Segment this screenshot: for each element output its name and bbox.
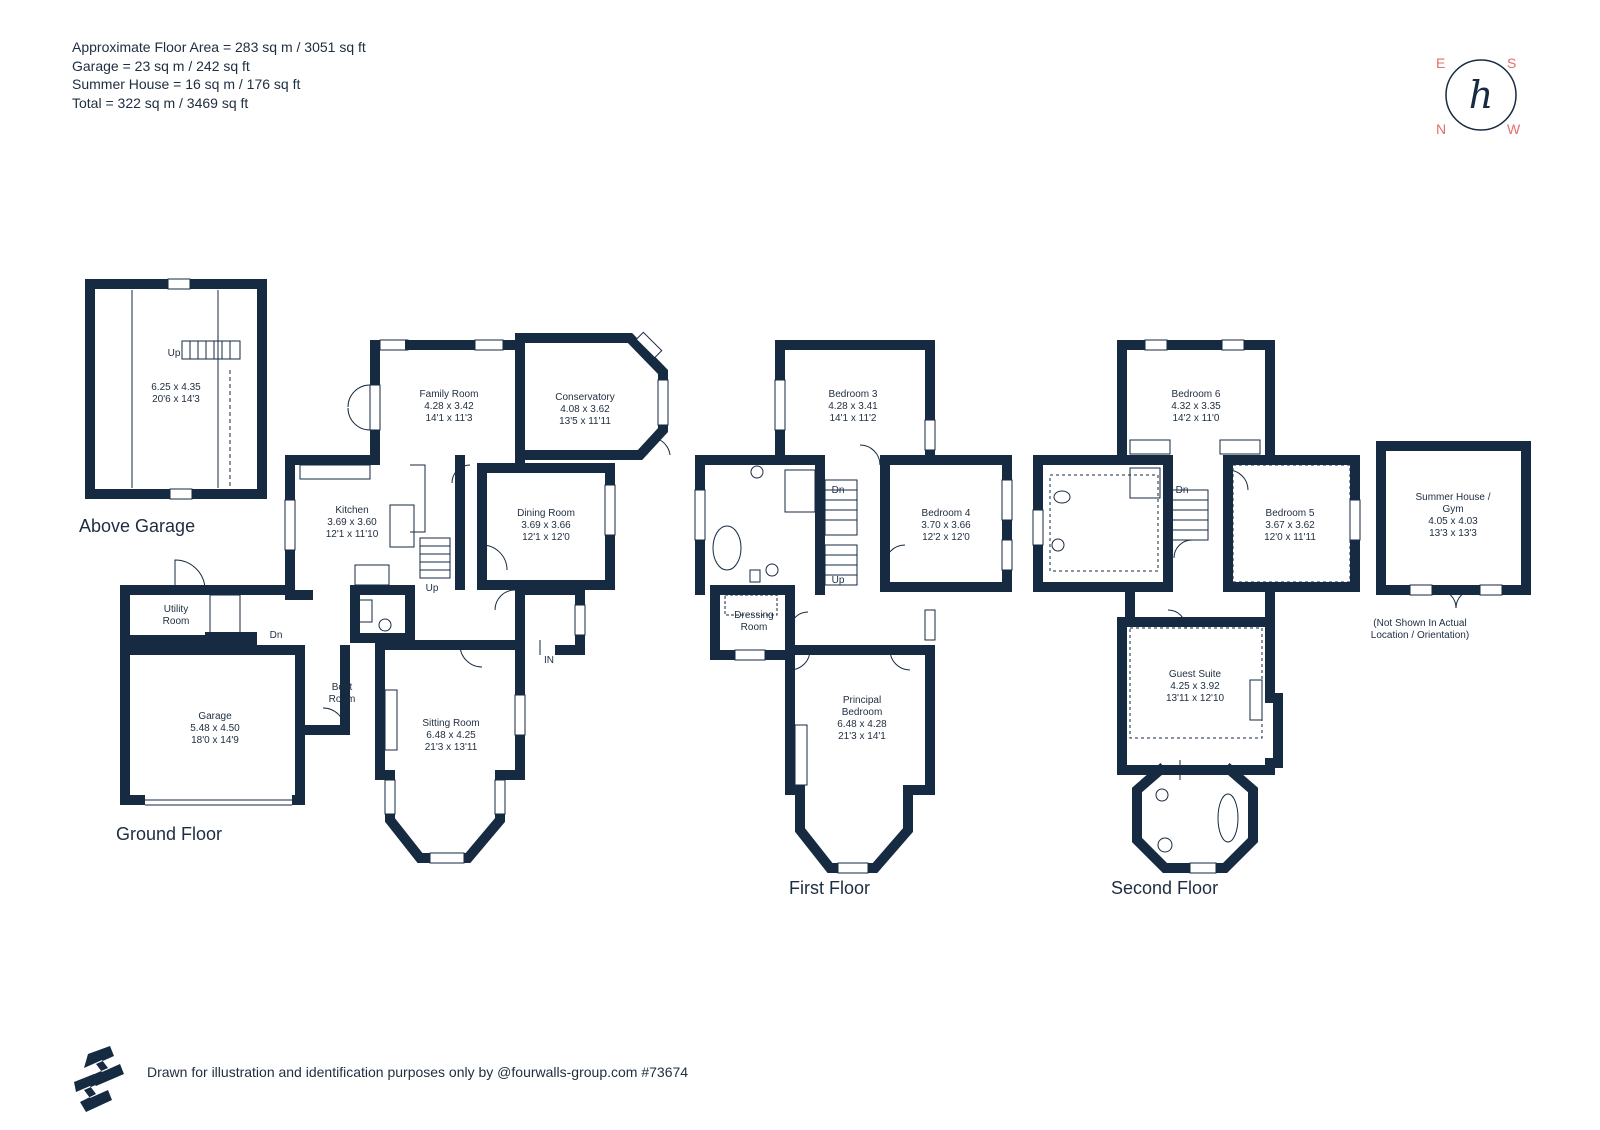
room-dimension-metric: 4.08 x 3.62 bbox=[560, 404, 610, 415]
room-dimension-metric: 4.32 x 3.35 bbox=[1171, 401, 1221, 412]
room-dimension-imperial: 21'3 x 14'1 bbox=[838, 731, 886, 742]
room-dimension-imperial: 12'0 x 11'11 bbox=[1264, 532, 1316, 543]
room-dimension-metric: 3.69 x 3.60 bbox=[327, 517, 377, 528]
area-line: Approximate Floor Area = 283 sq m / 3051… bbox=[72, 39, 366, 55]
stair-up-label: Up bbox=[168, 348, 181, 359]
room-dimension-metric: 4.28 x 3.41 bbox=[828, 401, 878, 412]
room-name-kitchen: Kitchen bbox=[335, 505, 368, 516]
floor-label-ground: Ground Floor bbox=[116, 824, 222, 844]
staircase bbox=[419, 537, 451, 579]
staircase bbox=[181, 340, 241, 360]
footer-disclaimer: Drawn for illustration and identificatio… bbox=[147, 1064, 689, 1080]
logo-letter-w: W bbox=[1507, 121, 1521, 137]
room-dimension-imperial: 13'3 x 13'3 bbox=[1429, 528, 1477, 539]
second-floor-bathroom-walls bbox=[1033, 455, 1173, 592]
room-name-boot-room: Room bbox=[329, 694, 356, 705]
stair-down-label: Dn bbox=[1176, 485, 1189, 496]
second-floor-plan: Bedroom 6 4.32 x 3.35 14'2 x 11'0 Dn Bed… bbox=[1032, 339, 1361, 874]
room-dimension-metric: 4.28 x 3.42 bbox=[424, 401, 474, 412]
guest-suite-walls bbox=[1117, 617, 1283, 775]
room-name-boot-room: Boot bbox=[332, 682, 353, 693]
room-dimension-imperial: 12'2 x 12'0 bbox=[922, 532, 970, 543]
room-name-dining-room: Dining Room bbox=[517, 508, 575, 519]
room-dimension-imperial: 18'0 x 14'9 bbox=[191, 735, 239, 746]
room-dimension-imperial: 14'1 x 11'3 bbox=[425, 413, 472, 424]
wc-walls bbox=[350, 585, 415, 643]
above-garage-plan: Up 6.25 x 4.35 20'6 x 14'3 bbox=[85, 278, 267, 500]
room-name-conservatory: Conservatory bbox=[555, 392, 614, 403]
room-dimension-metric: 6.48 x 4.25 bbox=[426, 730, 476, 741]
summer-house-note: (Not Shown In Actual bbox=[1373, 618, 1466, 629]
room-dimension-imperial: 21'3 x 13'11 bbox=[425, 742, 478, 753]
room-name-sitting-room: Sitting Room bbox=[422, 718, 479, 729]
summer-house-plan: Summer House / Gym 4.05 x 4.03 13'3 x 13… bbox=[1371, 441, 1531, 641]
room-dimension-metric: 6.48 x 4.28 bbox=[837, 719, 887, 730]
room-name-guest-suite: Guest Suite bbox=[1169, 669, 1222, 680]
room-name-dressing-room: Room bbox=[741, 622, 768, 633]
room-name-dressing-room: Dressing bbox=[734, 610, 773, 621]
compass-logo: E S N W h bbox=[1436, 55, 1521, 137]
room-name-summer-house: Summer House / bbox=[1415, 492, 1490, 503]
room-dimension-imperial: 14'1 x 11'2 bbox=[829, 413, 876, 424]
area-line: Total = 322 sq m / 3469 sq ft bbox=[72, 94, 249, 111]
logo-letter-e: E bbox=[1436, 55, 1445, 71]
summer-house-walls bbox=[1376, 441, 1531, 595]
boot-room-walls bbox=[295, 645, 350, 735]
stair-down-label: Dn bbox=[270, 630, 283, 641]
room-dimension-metric: 3.67 x 3.62 bbox=[1265, 520, 1315, 531]
area-line: Garage = 23 sq m / 242 sq ft bbox=[72, 57, 250, 74]
first-floor-plan: Bedroom 3 4.28 x 3.41 14'1 x 11'2 Dn Up … bbox=[694, 340, 1013, 874]
room-dimension-metric: 4.25 x 3.92 bbox=[1170, 681, 1220, 692]
room-dimension-metric: 3.69 x 3.66 bbox=[521, 520, 571, 531]
area-summary: Approximate Floor Area = 283 sq m / 3051… bbox=[72, 38, 366, 112]
entrance-label: IN bbox=[544, 655, 554, 666]
room-name-utility: Room bbox=[163, 616, 190, 627]
entrance-porch-walls bbox=[515, 585, 585, 655]
room-dimension-imperial: 20'6 x 14'3 bbox=[152, 394, 200, 405]
area-line: Summer House = 16 sq m / 176 sq ft bbox=[72, 76, 301, 92]
room-dimension-metric: 5.48 x 4.50 bbox=[190, 723, 240, 734]
chimney-block bbox=[205, 632, 257, 650]
floor-label-above-garage: Above Garage bbox=[79, 516, 195, 536]
room-name-principal-bedroom: Bedroom bbox=[842, 707, 883, 718]
room-dimension-metric: 4.05 x 4.03 bbox=[1428, 516, 1478, 527]
window bbox=[167, 278, 191, 290]
room-name-bedroom-6: Bedroom 6 bbox=[1172, 389, 1221, 400]
principal-bedroom-walls bbox=[785, 645, 935, 873]
utility-walls bbox=[120, 585, 295, 645]
room-name-principal-bedroom: Principal bbox=[843, 695, 881, 706]
floor-label-second: Second Floor bbox=[1111, 878, 1218, 898]
room-dimension-metric: 3.70 x 3.66 bbox=[921, 520, 971, 531]
room-dimension-imperial: 14'2 x 11'0 bbox=[1172, 413, 1219, 424]
room-dimension-imperial: 12'1 x 11'10 bbox=[326, 529, 379, 540]
fourwalls-logo bbox=[74, 1046, 124, 1112]
ground-floor-plan: Garage 5.48 x 4.50 18'0 x 14'9 Utility R… bbox=[120, 331, 671, 864]
room-dimension-imperial: 13'5 x 11'11 bbox=[559, 416, 611, 427]
summer-house-note: Location / Orientation) bbox=[1371, 630, 1469, 641]
stair-up-label: Up bbox=[426, 583, 439, 594]
guest-ensuite-walls bbox=[1132, 762, 1258, 873]
room-name-bedroom-3: Bedroom 3 bbox=[829, 389, 878, 400]
room-name-bedroom-5: Bedroom 5 bbox=[1266, 508, 1315, 519]
room-dimension-metric: 6.25 x 4.35 bbox=[151, 382, 201, 393]
room-name-garage: Garage bbox=[198, 711, 232, 722]
staircase bbox=[1167, 489, 1209, 541]
floor-label-first: First Floor bbox=[789, 878, 870, 898]
logo-letter-n: N bbox=[1436, 121, 1446, 137]
room-name-utility: Utility bbox=[164, 604, 188, 615]
logo-monogram: h bbox=[1469, 73, 1493, 117]
stair-down-label: Dn bbox=[832, 485, 845, 496]
window bbox=[169, 488, 193, 500]
room-name-bedroom-4: Bedroom 4 bbox=[922, 508, 971, 519]
room-name-summer-house: Gym bbox=[1442, 504, 1463, 515]
staircase bbox=[824, 479, 858, 536]
room-dimension-imperial: 13'11 x 12'10 bbox=[1166, 693, 1225, 704]
room-name-family-room: Family Room bbox=[420, 389, 479, 400]
room-dimension-imperial: 12'1 x 12'0 bbox=[522, 532, 570, 543]
stair-up-label: Up bbox=[832, 575, 845, 586]
logo-letter-s: S bbox=[1507, 55, 1516, 71]
